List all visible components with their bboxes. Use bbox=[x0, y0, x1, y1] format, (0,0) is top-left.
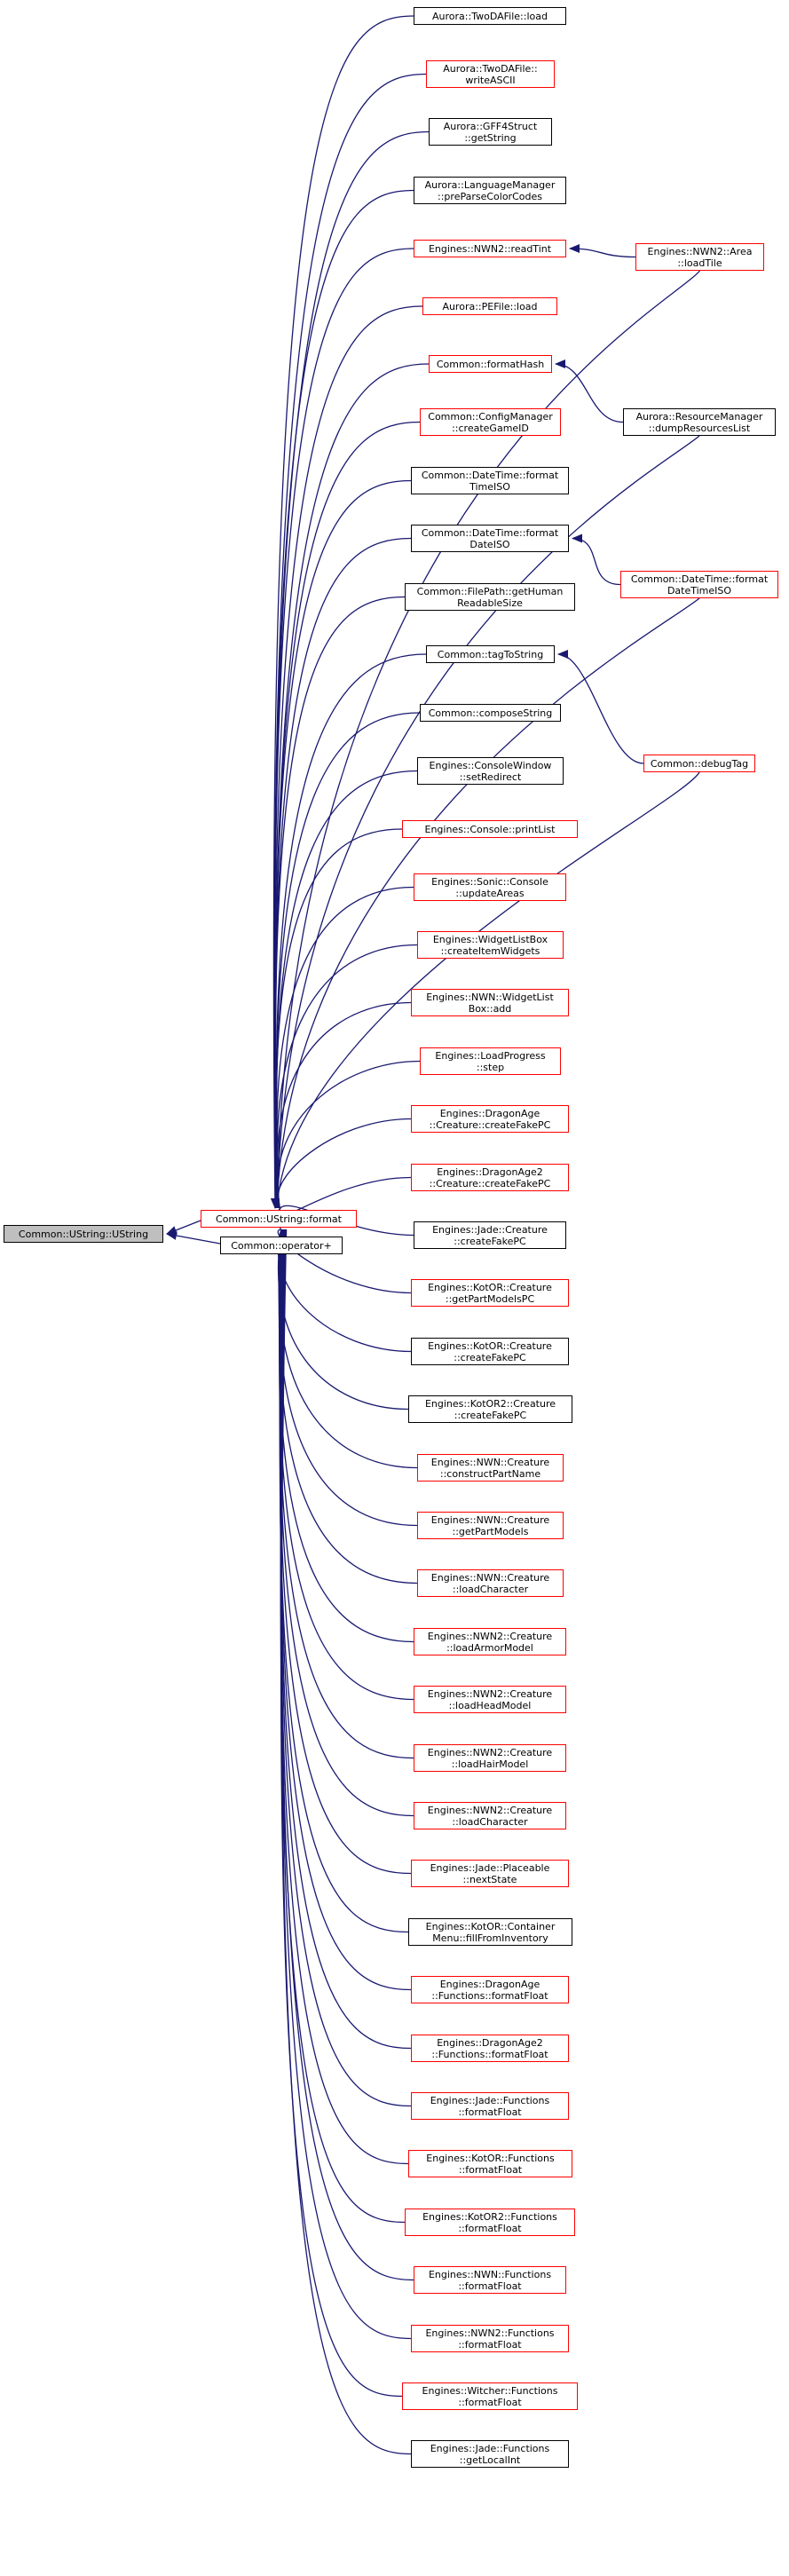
call-edge bbox=[274, 479, 412, 1209]
call-edge bbox=[276, 944, 418, 1209]
call-edge bbox=[280, 1229, 412, 1991]
caller-node[interactable]: Aurora::LanguageManager ::preParseColorC… bbox=[414, 177, 566, 204]
call-edge bbox=[277, 1060, 421, 1209]
caller-node[interactable]: Common::tagToString bbox=[426, 645, 555, 663]
call-edge bbox=[280, 1229, 403, 2398]
call-edge bbox=[275, 828, 403, 1209]
call-edge bbox=[280, 1229, 414, 2281]
caller-node[interactable]: Engines::Jade::Functions ::formatFloat bbox=[411, 2092, 569, 2120]
call-edge bbox=[275, 770, 418, 1209]
caller-node[interactable]: Engines::Console::printList bbox=[402, 820, 578, 838]
secondary-caller-node[interactable]: Common::debugTag bbox=[643, 755, 755, 772]
caller-node[interactable]: Common::ConfigManager ::createGameID bbox=[420, 408, 561, 436]
call-edge bbox=[275, 653, 427, 1209]
caller-node[interactable]: Common::FilePath::getHuman ReadableSize bbox=[405, 583, 575, 611]
call-edge bbox=[277, 1229, 412, 1294]
caller-node[interactable]: Aurora::TwoDAFile::load bbox=[414, 7, 566, 25]
caller-node[interactable]: Engines::DragonAge2 ::Creature::createFa… bbox=[411, 1164, 569, 1191]
caller-node[interactable]: Engines::NWN::Creature ::loadCharacter bbox=[417, 1569, 564, 1597]
caller-node[interactable]: Engines::NWN2::Creature ::loadHairModel bbox=[414, 1744, 566, 1772]
call-edge bbox=[569, 244, 636, 258]
caller-node[interactable]: Engines::NWN2::Creature ::loadArmorModel bbox=[414, 1628, 566, 1655]
caller-node[interactable]: Common::DateTime::format DateISO bbox=[411, 525, 569, 552]
caller-node[interactable]: Engines::NWN2::readTint bbox=[414, 240, 566, 257]
caller-node[interactable]: Engines::Jade::Creature ::createFakePC bbox=[414, 1221, 566, 1249]
caller-node[interactable]: Engines::NWN2::Creature ::loadHeadModel bbox=[414, 1686, 566, 1713]
operator-plus-node[interactable]: Common::operator+ bbox=[220, 1237, 343, 1254]
caller-node[interactable]: Engines::KotOR::Container Menu::fillFrom… bbox=[408, 1918, 572, 1946]
caller-node[interactable]: Aurora::TwoDAFile:: writeASCII bbox=[426, 60, 555, 88]
call-edge bbox=[166, 1220, 201, 1235]
caller-node[interactable]: Engines::NWN2::Creature ::loadCharacter bbox=[414, 1802, 566, 1829]
caller-node[interactable]: Engines::NWN::WidgetList Box::add bbox=[411, 989, 569, 1016]
call-edge bbox=[280, 1229, 412, 2455]
caller-node[interactable]: Engines::KotOR::Functions ::formatFloat bbox=[408, 2150, 572, 2177]
call-edge bbox=[276, 886, 414, 1209]
secondary-caller-node[interactable]: Common::DateTime::format DateTimeISO bbox=[620, 571, 778, 598]
call-edge bbox=[273, 130, 430, 1209]
caller-node[interactable]: Engines::WidgetListBox ::createItemWidge… bbox=[417, 931, 564, 959]
call-edge bbox=[273, 248, 414, 1209]
call-edge bbox=[555, 360, 624, 423]
call-edge bbox=[557, 650, 644, 764]
call-edge bbox=[274, 305, 423, 1209]
caller-node[interactable]: Engines::Witcher::Functions ::formatFloa… bbox=[402, 2382, 578, 2410]
caller-node[interactable]: Engines::DragonAge ::Creature::createFak… bbox=[411, 1105, 569, 1133]
caller-node[interactable]: Aurora::PEFile::load bbox=[422, 297, 557, 315]
call-edge bbox=[270, 15, 414, 1209]
caller-node[interactable]: Engines::KotOR2::Functions ::formatFloat bbox=[405, 2209, 575, 2236]
call-edge bbox=[278, 1229, 418, 1584]
root-node: Common::UString::UString bbox=[4, 1225, 163, 1243]
format-node[interactable]: Common::UString::format bbox=[201, 1210, 357, 1228]
call-edge bbox=[279, 1229, 414, 1759]
caller-node[interactable]: Engines::Jade::Placeable ::nextState bbox=[411, 1860, 569, 1887]
call-edge bbox=[273, 73, 427, 1209]
call-edge bbox=[275, 712, 421, 1209]
caller-node[interactable]: Engines::DragonAge2 ::Functions::formatF… bbox=[411, 2035, 569, 2062]
caller-node[interactable]: Engines::Sonic::Console ::updateAreas bbox=[414, 873, 566, 901]
caller-node[interactable]: Common::formatHash bbox=[429, 355, 552, 373]
caller-node[interactable]: Engines::NWN::Creature ::constructPartNa… bbox=[417, 1454, 564, 1482]
secondary-caller-node[interactable]: Engines::NWN2::Area ::loadTile bbox=[635, 243, 764, 271]
caller-node[interactable]: Common::DateTime::format TimeISO bbox=[411, 467, 569, 494]
secondary-caller-node[interactable]: Aurora::ResourceManager ::dumpResourcesL… bbox=[623, 408, 776, 436]
call-edge bbox=[278, 1229, 418, 1469]
caller-node[interactable]: Engines::NWN2::Functions ::formatFloat bbox=[411, 2325, 569, 2352]
caller-node[interactable]: Engines::Jade::Functions ::getLocalInt bbox=[411, 2440, 569, 2468]
call-edge bbox=[276, 771, 700, 1209]
call-edge bbox=[278, 1229, 418, 1527]
call-edge bbox=[273, 189, 414, 1209]
caller-node[interactable]: Common::composeString bbox=[420, 704, 561, 722]
caller-node[interactable]: Engines::KotOR::Creature ::createFakePC bbox=[411, 1338, 569, 1365]
caller-node[interactable]: Engines::LoadProgress ::step bbox=[420, 1047, 561, 1075]
caller-node[interactable]: Engines::KotOR::Creature ::getPartModels… bbox=[411, 1279, 569, 1307]
call-edge bbox=[572, 533, 621, 586]
call-edge bbox=[274, 596, 406, 1209]
caller-node[interactable]: Engines::DragonAge ::Functions::formatFl… bbox=[411, 1976, 569, 2003]
caller-node[interactable]: Engines::NWN::Creature ::getPartModels bbox=[417, 1512, 564, 1539]
call-edge bbox=[276, 435, 700, 1209]
call-edge bbox=[276, 1001, 412, 1209]
caller-node[interactable]: Engines::NWN::Functions ::formatFloat bbox=[414, 2266, 566, 2294]
call-edge bbox=[277, 1229, 409, 1410]
caller-node[interactable]: Aurora::GFF4Struct ::getString bbox=[429, 118, 552, 146]
call-edge bbox=[166, 1231, 221, 1245]
caller-node[interactable]: Engines::KotOR2::Creature ::createFakePC bbox=[408, 1395, 572, 1423]
caller-node[interactable]: Engines::ConsoleWindow ::setRedirect bbox=[417, 757, 564, 785]
call-edge bbox=[274, 363, 430, 1209]
